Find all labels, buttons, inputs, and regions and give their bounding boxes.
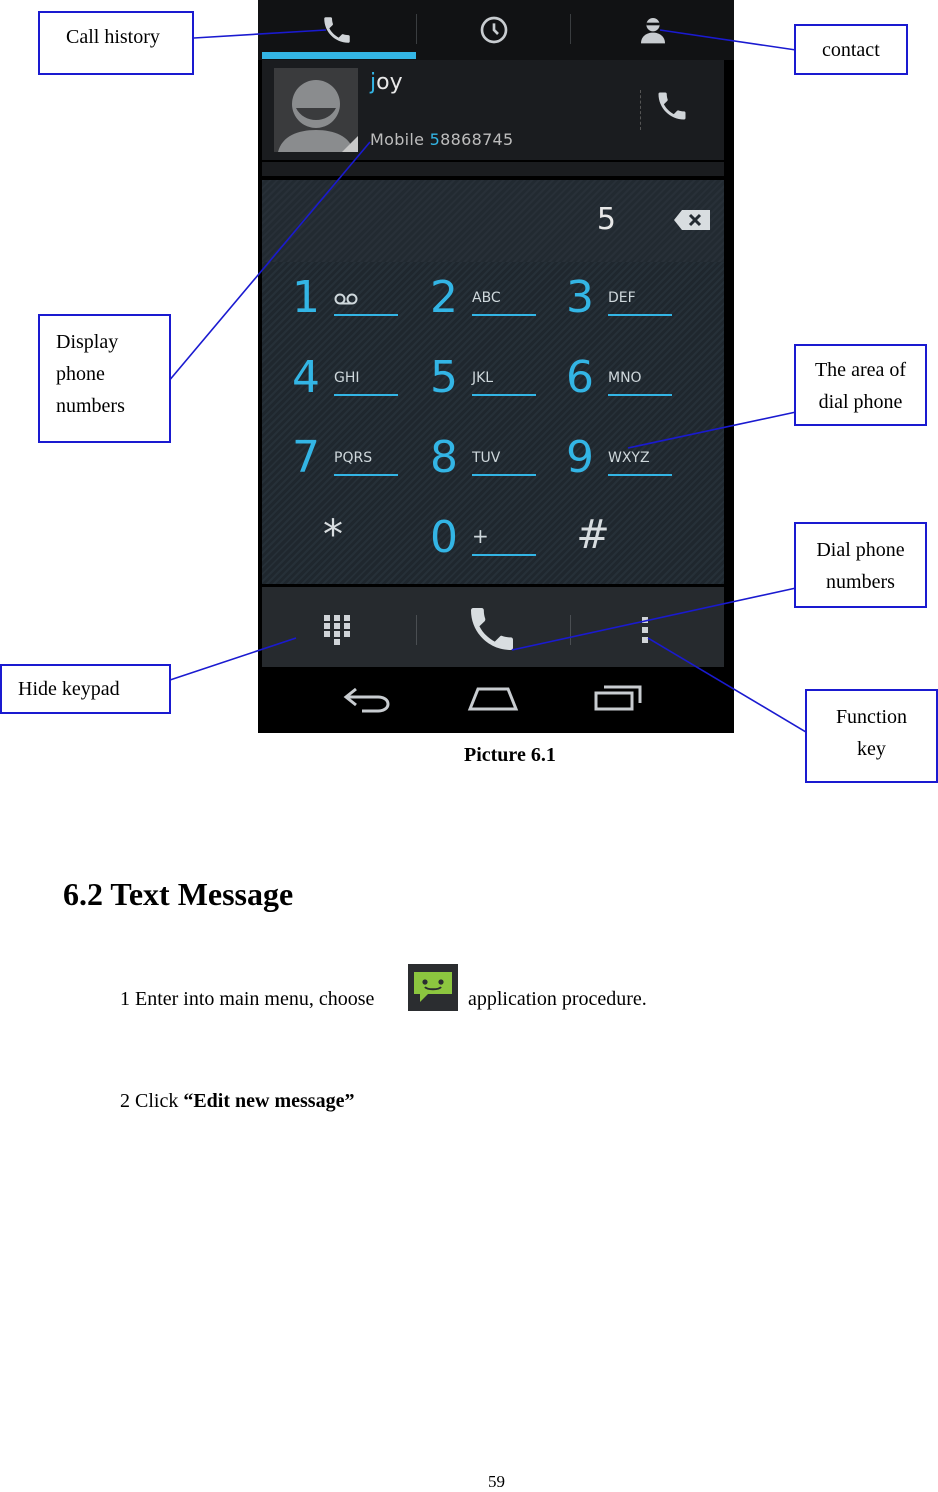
edit-new-message-label: “Edit new message”	[183, 1090, 355, 1112]
callout-function-key: Function key	[805, 689, 938, 783]
contact-number: Mobile 58868745	[370, 130, 514, 149]
dialed-digits-area[interactable]: 5	[262, 180, 724, 262]
back-nav-icon	[343, 687, 390, 713]
key-0[interactable]: 0+	[408, 502, 546, 582]
overflow-menu-icon	[642, 617, 648, 643]
home-nav-icon	[467, 687, 519, 711]
contact-name: joy	[370, 70, 403, 95]
callout-area-of-dial-phone: The area of dial phone	[794, 344, 927, 426]
voicemail-icon	[334, 293, 358, 305]
system-navigation-bar	[258, 667, 734, 733]
dial-button[interactable]	[462, 601, 522, 662]
phone-tab-icon	[324, 17, 350, 43]
callout-contact: contact	[794, 24, 908, 75]
figure-caption: Picture 6.1	[464, 744, 556, 766]
step-2-text: 2 Click “Edit new message”	[120, 1090, 355, 1112]
tab-call-log[interactable]	[417, 0, 570, 60]
nav-recents-button[interactable]	[592, 683, 646, 718]
callout-call-history: Call history	[38, 11, 194, 75]
callout-dial-phone-numbers: Dial phone numbers	[794, 522, 927, 608]
dial-call-icon	[471, 608, 513, 650]
tab-phone[interactable]	[258, 0, 416, 60]
tab-contacts[interactable]	[571, 0, 734, 60]
function-menu-button[interactable]	[640, 615, 650, 650]
hide-keypad-button[interactable]	[322, 613, 352, 652]
clock-icon	[480, 16, 507, 44]
next-result-row	[262, 162, 724, 176]
page-number: 59	[488, 1472, 505, 1491]
dialer-action-bar	[262, 587, 724, 667]
backspace-icon	[674, 210, 710, 230]
step-1-text: 1 Enter into main menu, choose	[120, 988, 375, 1010]
call-contact-button[interactable]	[654, 88, 698, 132]
section-title: 6.2 Text Message	[63, 876, 294, 912]
key-star[interactable]: *	[323, 512, 343, 558]
call-icon	[658, 92, 686, 120]
messaging-app-icon	[408, 964, 458, 1011]
key-1[interactable]: 1	[270, 262, 408, 342]
contact-person-icon	[640, 18, 665, 44]
recents-nav-icon	[594, 685, 642, 711]
callout-display-phone-numbers: Display phone numbers	[38, 314, 171, 443]
dialer-tab-bar	[258, 0, 734, 60]
nav-home-button[interactable]	[466, 683, 520, 718]
key-hash[interactable]: #	[576, 512, 610, 558]
contact-search-result[interactable]: joy Mobile 58868745	[262, 60, 724, 160]
callout-hide-keypad: Hide keypad	[0, 664, 171, 714]
dialed-digits: 5	[596, 202, 616, 237]
avatar	[274, 68, 358, 152]
active-tab-indicator	[262, 52, 416, 59]
backspace-button[interactable]	[672, 208, 712, 232]
nav-back-button[interactable]	[342, 685, 392, 720]
dialpad-icon	[324, 615, 350, 645]
step-1-text-rest: application procedure.	[468, 988, 647, 1010]
